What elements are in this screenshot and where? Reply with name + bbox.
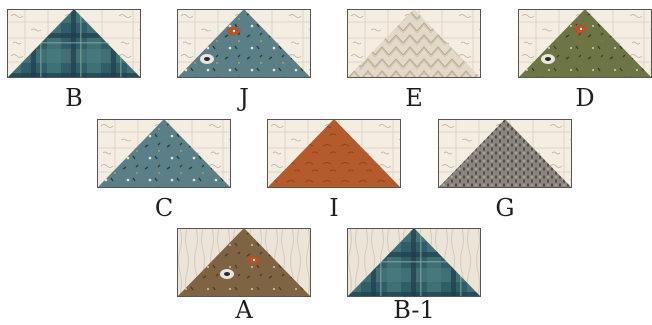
label-C: C bbox=[154, 194, 174, 222]
block-E bbox=[347, 9, 481, 78]
label-I: I bbox=[329, 194, 339, 222]
raccoon-motif-icon bbox=[220, 269, 234, 279]
block-B-1 bbox=[347, 228, 481, 297]
label-B: B bbox=[65, 84, 83, 112]
label-B-1: B-1 bbox=[393, 296, 435, 324]
fox-motif-icon bbox=[247, 255, 261, 265]
raccoon-motif-icon bbox=[541, 54, 555, 64]
label-E: E bbox=[405, 84, 423, 112]
block-G bbox=[438, 119, 572, 188]
block-D bbox=[518, 9, 652, 78]
label-D: D bbox=[575, 84, 595, 112]
label-A: A bbox=[235, 296, 253, 324]
fox-motif-icon bbox=[574, 24, 588, 34]
raccoon-motif-icon bbox=[200, 54, 214, 64]
block-C bbox=[97, 119, 231, 188]
fox-motif-icon bbox=[227, 26, 241, 36]
label-G: G bbox=[495, 194, 515, 222]
block-I bbox=[267, 119, 401, 188]
block-A bbox=[177, 228, 311, 297]
block-B bbox=[7, 9, 141, 78]
label-J: J bbox=[239, 84, 249, 112]
block-J bbox=[177, 9, 311, 78]
